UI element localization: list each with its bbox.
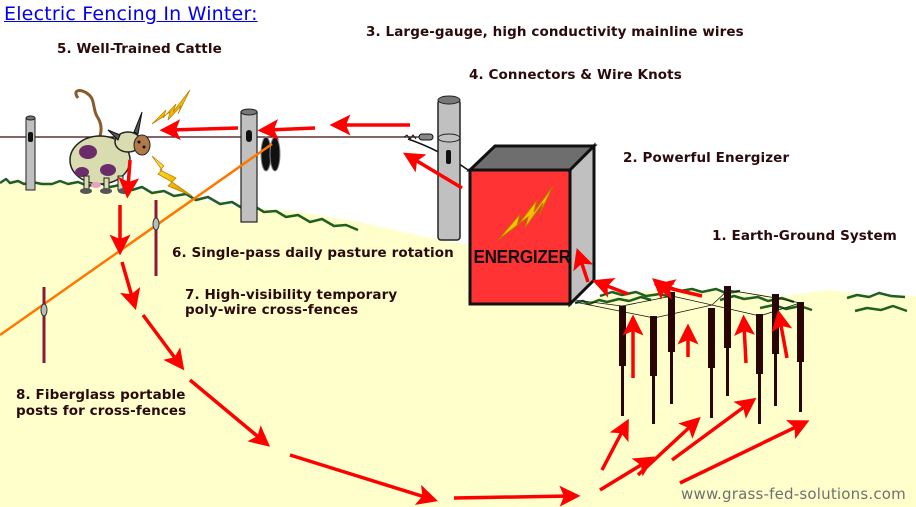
watermark: www.grass-fed-solutions.com bbox=[681, 485, 906, 503]
current-flow-arrow bbox=[159, 119, 239, 141]
current-flow-arrows bbox=[109, 114, 810, 507]
cow-illustration bbox=[69, 89, 151, 194]
ground-rod bbox=[650, 316, 657, 424]
current-flow-arrow bbox=[141, 313, 185, 371]
current-flow-arrow bbox=[289, 453, 439, 505]
label-well-trained-cattle: 5. Well-Trained Cattle bbox=[57, 41, 222, 57]
ground-rod bbox=[708, 308, 715, 418]
fence-post-left bbox=[25, 115, 36, 191]
current-flow-arrow bbox=[592, 277, 629, 298]
energizer-box bbox=[466, 142, 598, 308]
spark-icon bbox=[151, 155, 193, 197]
ground-rod bbox=[797, 302, 804, 412]
current-flow-arrow bbox=[118, 159, 140, 199]
current-flow-arrow bbox=[771, 309, 793, 359]
ground-rod bbox=[619, 306, 626, 416]
page-title[interactable]: Electric Fencing In Winter: bbox=[4, 3, 258, 25]
label-pasture-rotation: 6. Single-pass daily pasture rotation bbox=[172, 245, 454, 261]
label-polywire-line2: poly-wire cross-fences bbox=[185, 302, 359, 318]
current-flow-arrow bbox=[257, 119, 316, 141]
lightning-bolt-icon bbox=[497, 185, 554, 241]
ground-rod bbox=[668, 292, 675, 404]
current-flow-arrow bbox=[573, 248, 594, 283]
current-flow-arrow bbox=[188, 378, 271, 447]
current-flow-arrow bbox=[402, 152, 463, 190]
label-earth-ground: 1. Earth-Ground System bbox=[712, 228, 897, 244]
spark-icon bbox=[151, 89, 191, 125]
current-flow-arrow bbox=[453, 485, 581, 507]
fiberglass-post bbox=[40, 287, 48, 363]
fence-post-energizer bbox=[437, 95, 461, 241]
polywire-reel bbox=[260, 136, 281, 172]
energizer-label: ENERGIZER bbox=[473, 247, 571, 267]
ground-rod bbox=[756, 314, 763, 424]
label-connectors: 4. Connectors & Wire Knots bbox=[469, 67, 682, 83]
label-fiberglass-line2: posts for cross-fences bbox=[16, 403, 187, 419]
ground-rod bbox=[724, 286, 731, 396]
label-polywire-line1: 7. High-visibility temporary bbox=[185, 287, 398, 303]
fiberglass-post bbox=[152, 200, 160, 276]
current-flow-arrow bbox=[600, 418, 629, 471]
label-energizer: 2. Powerful Energizer bbox=[623, 150, 790, 166]
current-flow-arrow bbox=[599, 456, 655, 492]
current-flow-arrow bbox=[119, 261, 141, 311]
current-flow-arrow bbox=[679, 420, 810, 485]
current-flow-arrow bbox=[734, 314, 756, 364]
label-fiberglass-line1: 8. Fiberglass portable bbox=[16, 387, 186, 403]
label-mainline-wires: 3. Large-gauge, high conductivity mainli… bbox=[366, 24, 744, 40]
current-flow-arrow bbox=[653, 279, 703, 300]
connector-knot bbox=[403, 133, 434, 141]
current-flow-arrow bbox=[636, 416, 701, 477]
current-flow-arrow bbox=[670, 397, 757, 462]
